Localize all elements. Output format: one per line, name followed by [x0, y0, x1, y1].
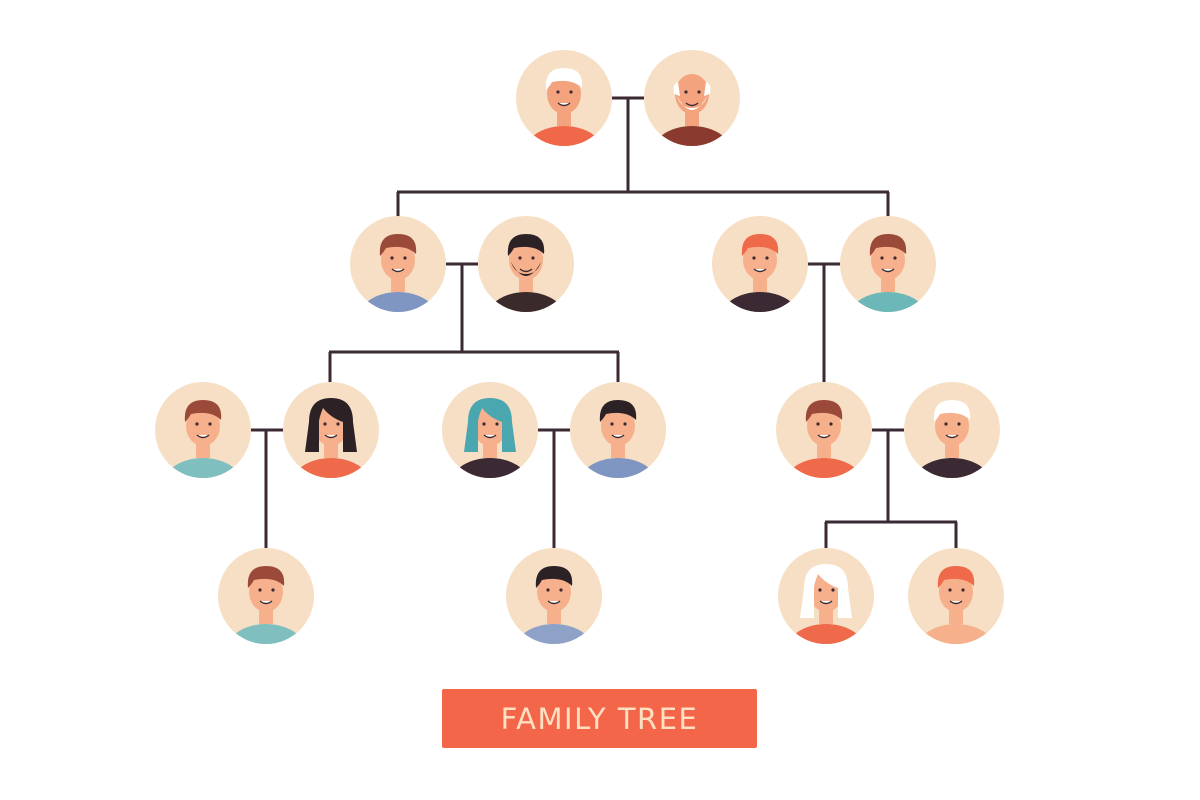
person-icon: [570, 382, 666, 478]
person-icon: [478, 216, 574, 312]
avatar-daughter-2: [442, 382, 538, 478]
avatar-son-3: [776, 382, 872, 478]
avatar-daughter-in-law-3: [904, 382, 1000, 478]
person-icon: [644, 50, 740, 146]
person-icon: [904, 382, 1000, 478]
avatar-father-left: [478, 216, 574, 312]
avatar-mother-left: [350, 216, 446, 312]
avatar-grandfather: [644, 50, 740, 146]
avatar-grandchild-2: [506, 548, 602, 644]
avatar-daughter-in-law-1: [283, 382, 379, 478]
person-icon: [840, 216, 936, 312]
avatar-grandchild-4: [908, 548, 1004, 644]
person-icon: [155, 382, 251, 478]
person-icon: [350, 216, 446, 312]
person-icon: [776, 382, 872, 478]
person-icon: [283, 382, 379, 478]
avatar-grandchild-3: [778, 548, 874, 644]
avatar-son-1: [155, 382, 251, 478]
person-icon: [778, 548, 874, 644]
person-icon: [442, 382, 538, 478]
person-icon: [218, 548, 314, 644]
person-icon: [506, 548, 602, 644]
title-banner: FAMILY TREE: [442, 689, 757, 748]
avatar-son-in-law-2: [570, 382, 666, 478]
title-text: FAMILY TREE: [500, 701, 699, 736]
person-icon: [908, 548, 1004, 644]
person-icon: [712, 216, 808, 312]
avatar-grandchild-1: [218, 548, 314, 644]
avatar-father-right: [840, 216, 936, 312]
avatar-grandmother: [516, 50, 612, 146]
person-icon: [516, 50, 612, 146]
avatar-mother-right: [712, 216, 808, 312]
